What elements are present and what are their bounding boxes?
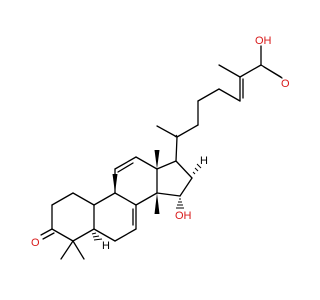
atom-labels: OH O OH O H H (31, 35, 290, 252)
angular-methyls (112, 150, 160, 214)
ring-a (51, 192, 95, 242)
gem-dimethyl (60, 240, 85, 260)
methyl-c14-wedge (154, 193, 160, 214)
ketone-o-label: O (31, 237, 40, 249)
ring-c (114, 156, 158, 206)
hydroxyl-bond (176, 198, 184, 209)
ketone-group (40, 228, 55, 240)
h-c5-bond (91, 232, 103, 241)
methyl-c13-wedge (154, 150, 160, 169)
h-c17-label: H (200, 155, 208, 167)
acid-oh-label: OH (255, 35, 272, 47)
hydroxyl-label: OH (175, 210, 192, 222)
h-c17-bond (192, 163, 202, 175)
ring-d (156, 160, 193, 197)
molecule-structure: OH O OH O H H (31, 35, 290, 260)
methyl-c10-wedge (112, 174, 118, 193)
side-chain (156, 45, 283, 162)
ring-b (93, 192, 137, 242)
acid-carbonyl-o-label: O (281, 78, 290, 90)
h-c5-label: H (102, 240, 110, 252)
